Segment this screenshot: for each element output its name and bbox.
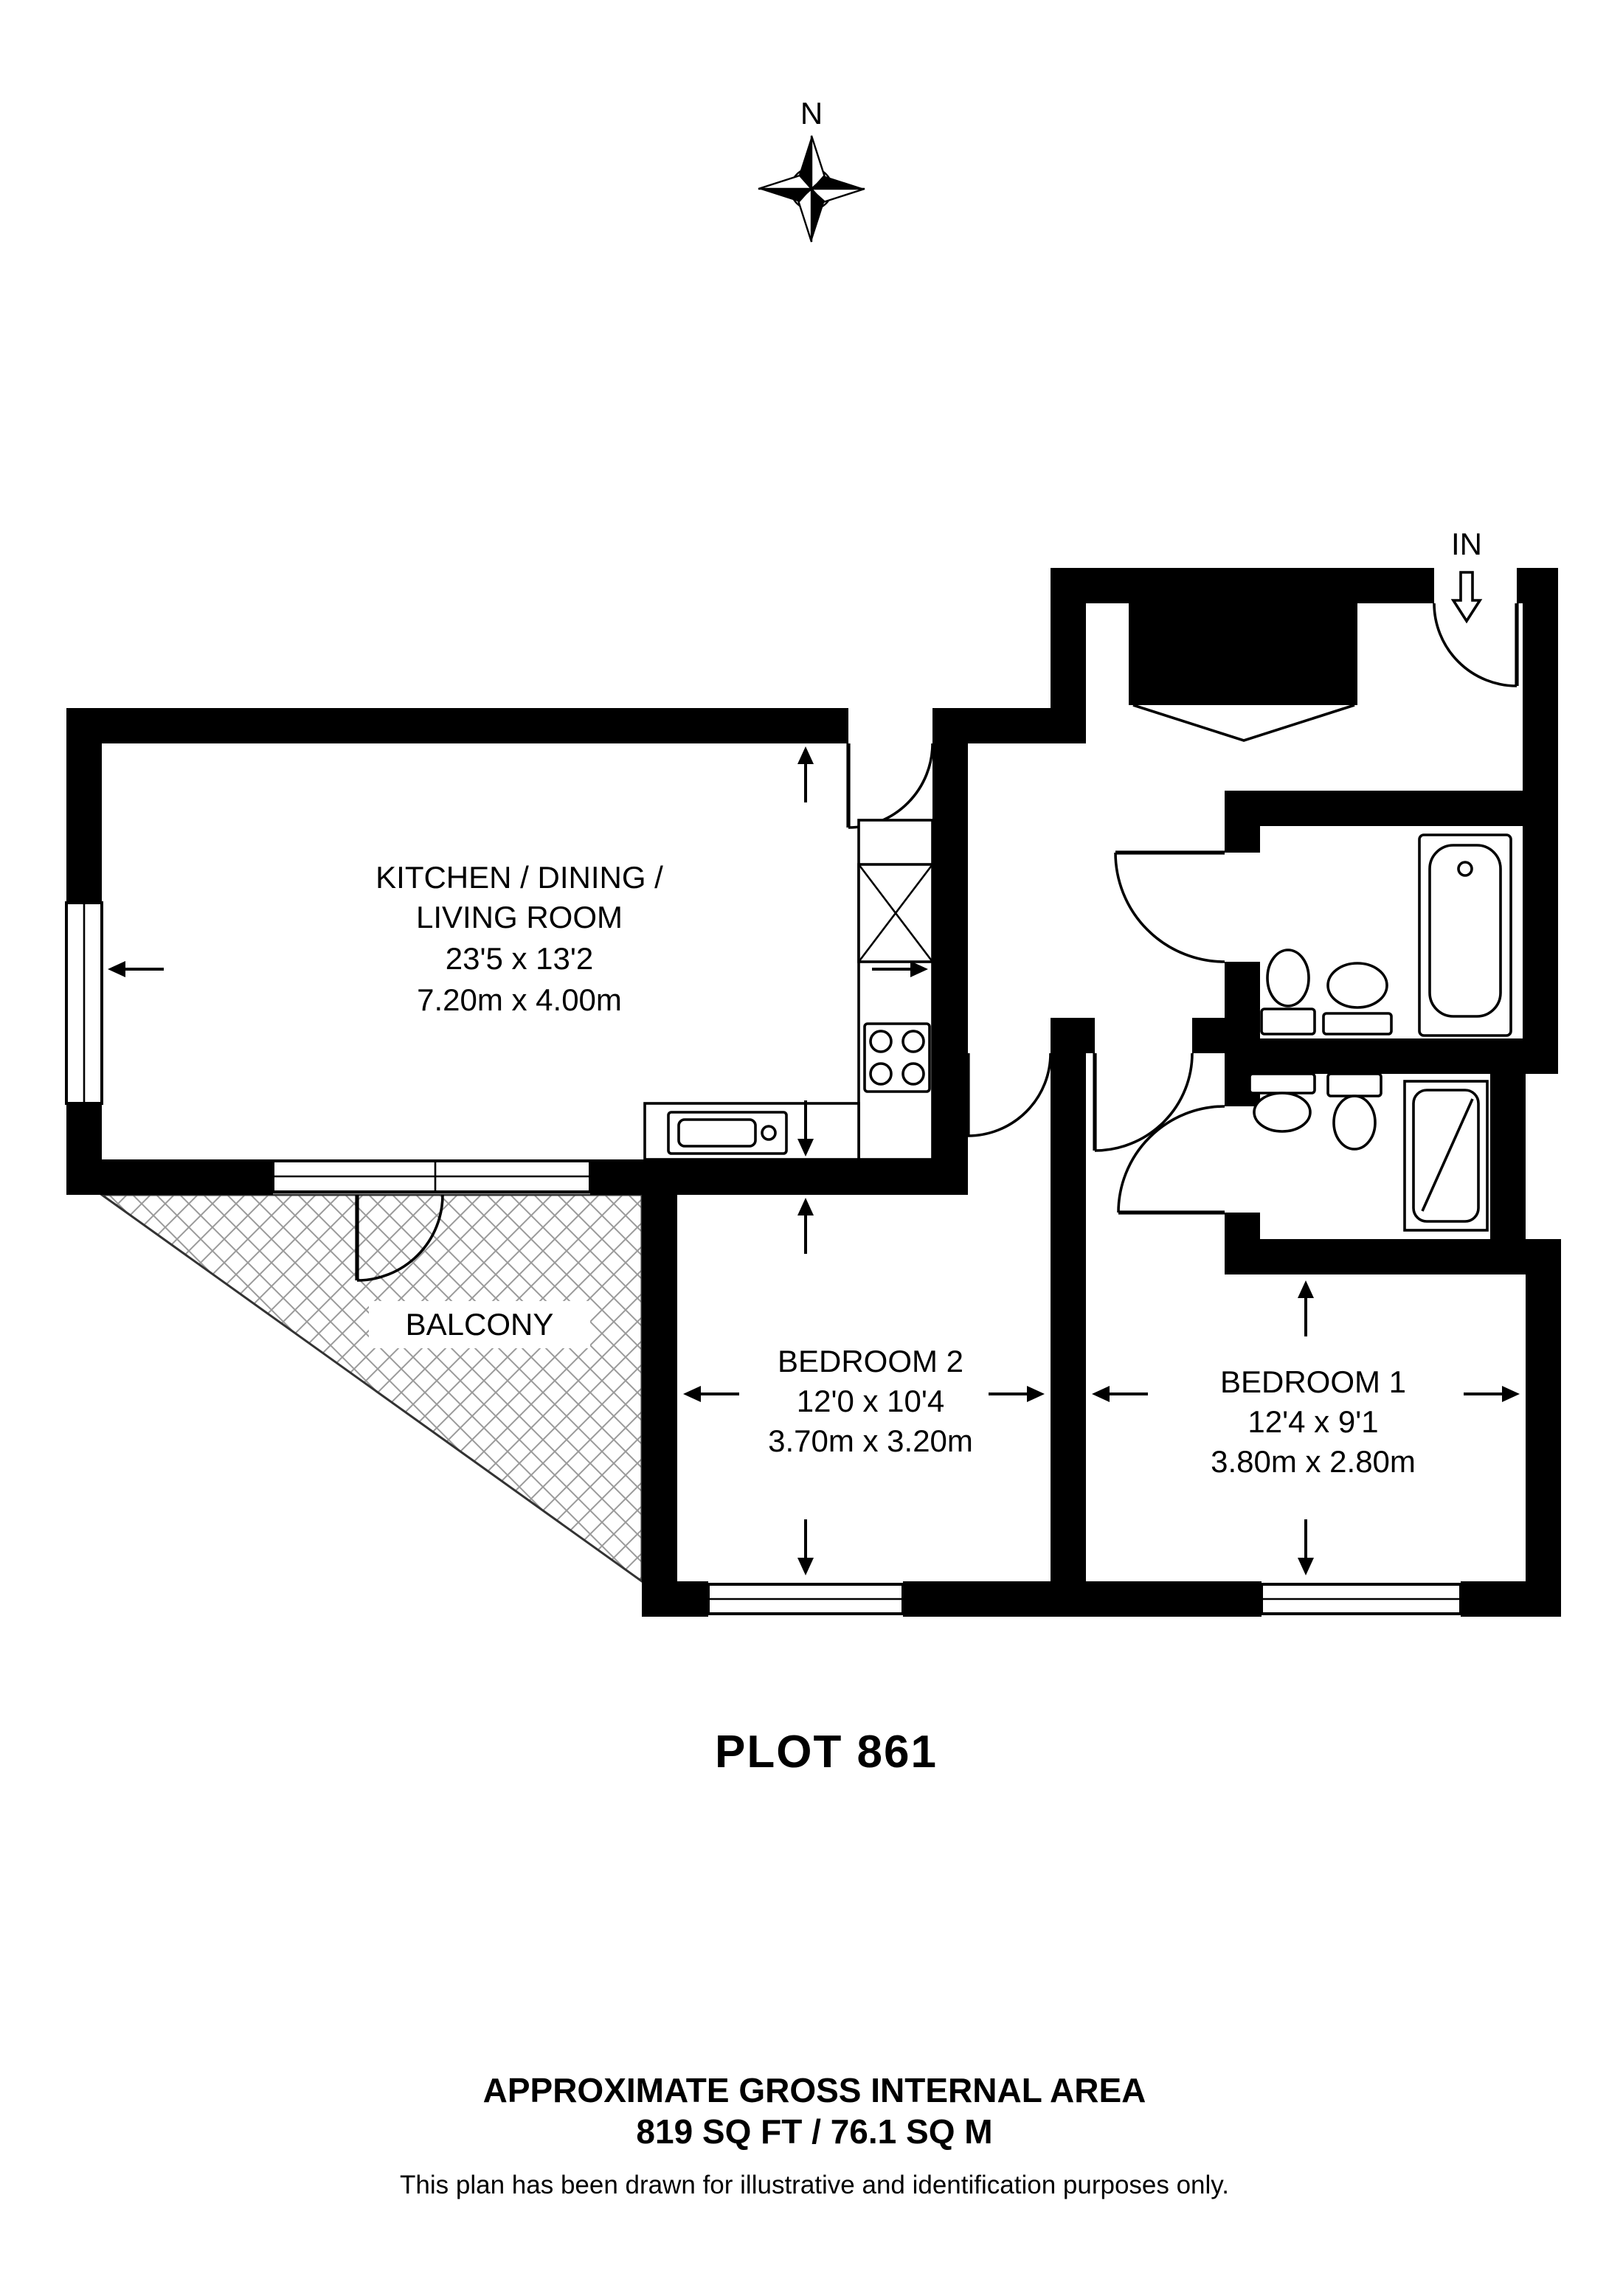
- basin-bowl: [1253, 1092, 1312, 1133]
- plot-title: PLOT 861: [715, 1727, 938, 1778]
- burner: [902, 1062, 925, 1086]
- fixtures: [643, 819, 1512, 1232]
- door-arc: [967, 1052, 1052, 1137]
- kitchen-left-window: [65, 901, 103, 1105]
- door-arc: [848, 743, 934, 829]
- sink-faucet: [761, 1125, 777, 1141]
- toilet-tank: [1260, 1007, 1316, 1036]
- door-arc: [1094, 1052, 1194, 1152]
- toilet-bowl: [1266, 948, 1310, 1007]
- gross-area-value: 819 SQ FT / 76.1 SQ M: [636, 2112, 992, 2151]
- toilet-tank: [1326, 1072, 1383, 1097]
- entry-in-arrow-icon: [1450, 571, 1483, 624]
- kitchen-door: [846, 743, 934, 829]
- compass-blade: [812, 176, 865, 189]
- compass-rose: N: [758, 96, 865, 243]
- shower-icon: [1403, 1080, 1489, 1232]
- toilet-icon: [1326, 1072, 1383, 1151]
- balcony-label-halo: [369, 1301, 590, 1348]
- compass-north-label: N: [800, 96, 823, 131]
- bedroom2-label: BEDROOM 2: [778, 1344, 963, 1378]
- balcony-door-window: [271, 1159, 592, 1193]
- basin-bowl: [1326, 962, 1388, 1009]
- entry-in-label: IN: [1451, 527, 1482, 561]
- gross-area-title: APPROXIMATE GROSS INTERNAL AREA: [483, 2071, 1146, 2109]
- balcony-label: BALCONY: [406, 1307, 554, 1342]
- arrow-right-icon: [989, 1386, 1045, 1402]
- arrow-left-icon: [1092, 1386, 1148, 1402]
- windows: [65, 901, 1462, 1615]
- compass-blade: [758, 189, 812, 202]
- bedroom1-dims-imperial: 12'4 x 9'1: [1247, 1404, 1378, 1439]
- bathroom2-door: [1117, 1105, 1225, 1215]
- dimension-arrows: [108, 746, 1520, 1575]
- door-arc: [1117, 1105, 1225, 1213]
- door-arc: [356, 1194, 444, 1282]
- compass-blade: [798, 136, 812, 189]
- window-pane-line: [273, 1161, 590, 1192]
- toilet-icon: [1260, 948, 1316, 1036]
- bedroom1-window: [1260, 1583, 1462, 1615]
- bedroom2-dims-imperial: 12'0 x 10'4: [797, 1384, 945, 1418]
- arrow-up-icon: [797, 746, 814, 802]
- arrow-left-icon: [683, 1386, 739, 1402]
- burner: [869, 1030, 893, 1053]
- balcony-door: [355, 1194, 444, 1282]
- compass-blade: [812, 189, 825, 242]
- kitchen-label-line2: LIVING ROOM: [416, 900, 623, 934]
- bedroom2-dims-metric: 3.70m x 3.20m: [768, 1423, 973, 1458]
- closet-door-chevron: [1132, 704, 1355, 742]
- door-arc: [1433, 603, 1518, 687]
- bedroom1-dims-metric: 3.80m x 2.80m: [1211, 1444, 1416, 1479]
- bathtub-inner: [1428, 844, 1502, 1018]
- burner: [902, 1030, 925, 1053]
- bathtub-icon: [1418, 833, 1512, 1037]
- basin-back: [1322, 1012, 1393, 1036]
- kitchen-sink-icon: [667, 1111, 788, 1155]
- arrow-right-icon: [872, 961, 928, 977]
- appliance-icon: [857, 863, 934, 963]
- arrow-down-icon: [797, 1519, 814, 1575]
- bedroom1-label: BEDROOM 1: [1220, 1364, 1406, 1399]
- kitchen-dims-imperial: 23'5 x 13'2: [446, 941, 594, 976]
- arrow-right-icon: [1464, 1386, 1520, 1402]
- footer: APPROXIMATE GROSS INTERNAL AREA 819 SQ F…: [400, 2071, 1229, 2199]
- stove-icon: [863, 1022, 931, 1093]
- kitchen-dims-metric: 7.20m x 4.00m: [417, 982, 622, 1017]
- burner: [869, 1062, 893, 1086]
- door-arc: [1114, 852, 1225, 963]
- bathtub-drain: [1457, 861, 1473, 877]
- entry-door: [1433, 603, 1519, 687]
- arrow-down-icon: [1298, 1519, 1314, 1575]
- appliance-cross: [857, 864, 934, 963]
- arrow-left-icon: [108, 961, 164, 977]
- kitchen-label-line1: KITCHEN / DINING /: [376, 860, 663, 895]
- disclaimer-text: This plan has been drawn for illustrativ…: [400, 2171, 1229, 2199]
- sink-basin: [677, 1118, 757, 1148]
- bathroom1-door: [1114, 850, 1225, 963]
- bedroom2-window: [707, 1583, 904, 1615]
- balcony-outline: [98, 1193, 643, 1584]
- basin-back: [1248, 1072, 1316, 1095]
- room-labels: KITCHEN / DINING / LIVING ROOM 23'5 x 13…: [376, 860, 1416, 1479]
- arrow-up-icon: [1298, 1280, 1314, 1336]
- toilet-bowl: [1332, 1095, 1377, 1151]
- bedroom1-door: [1093, 1052, 1194, 1152]
- balcony-area: [98, 1193, 643, 1584]
- basin-icon: [1248, 1072, 1316, 1133]
- entry-marker: IN: [1450, 527, 1483, 624]
- compass-blade: [758, 174, 814, 190]
- bedroom2-door: [966, 1052, 1052, 1137]
- shower-glass-line: [1421, 1098, 1474, 1212]
- basin-icon: [1322, 962, 1393, 1036]
- arrow-down-icon: [797, 1100, 814, 1156]
- arrow-up-icon: [797, 1198, 814, 1254]
